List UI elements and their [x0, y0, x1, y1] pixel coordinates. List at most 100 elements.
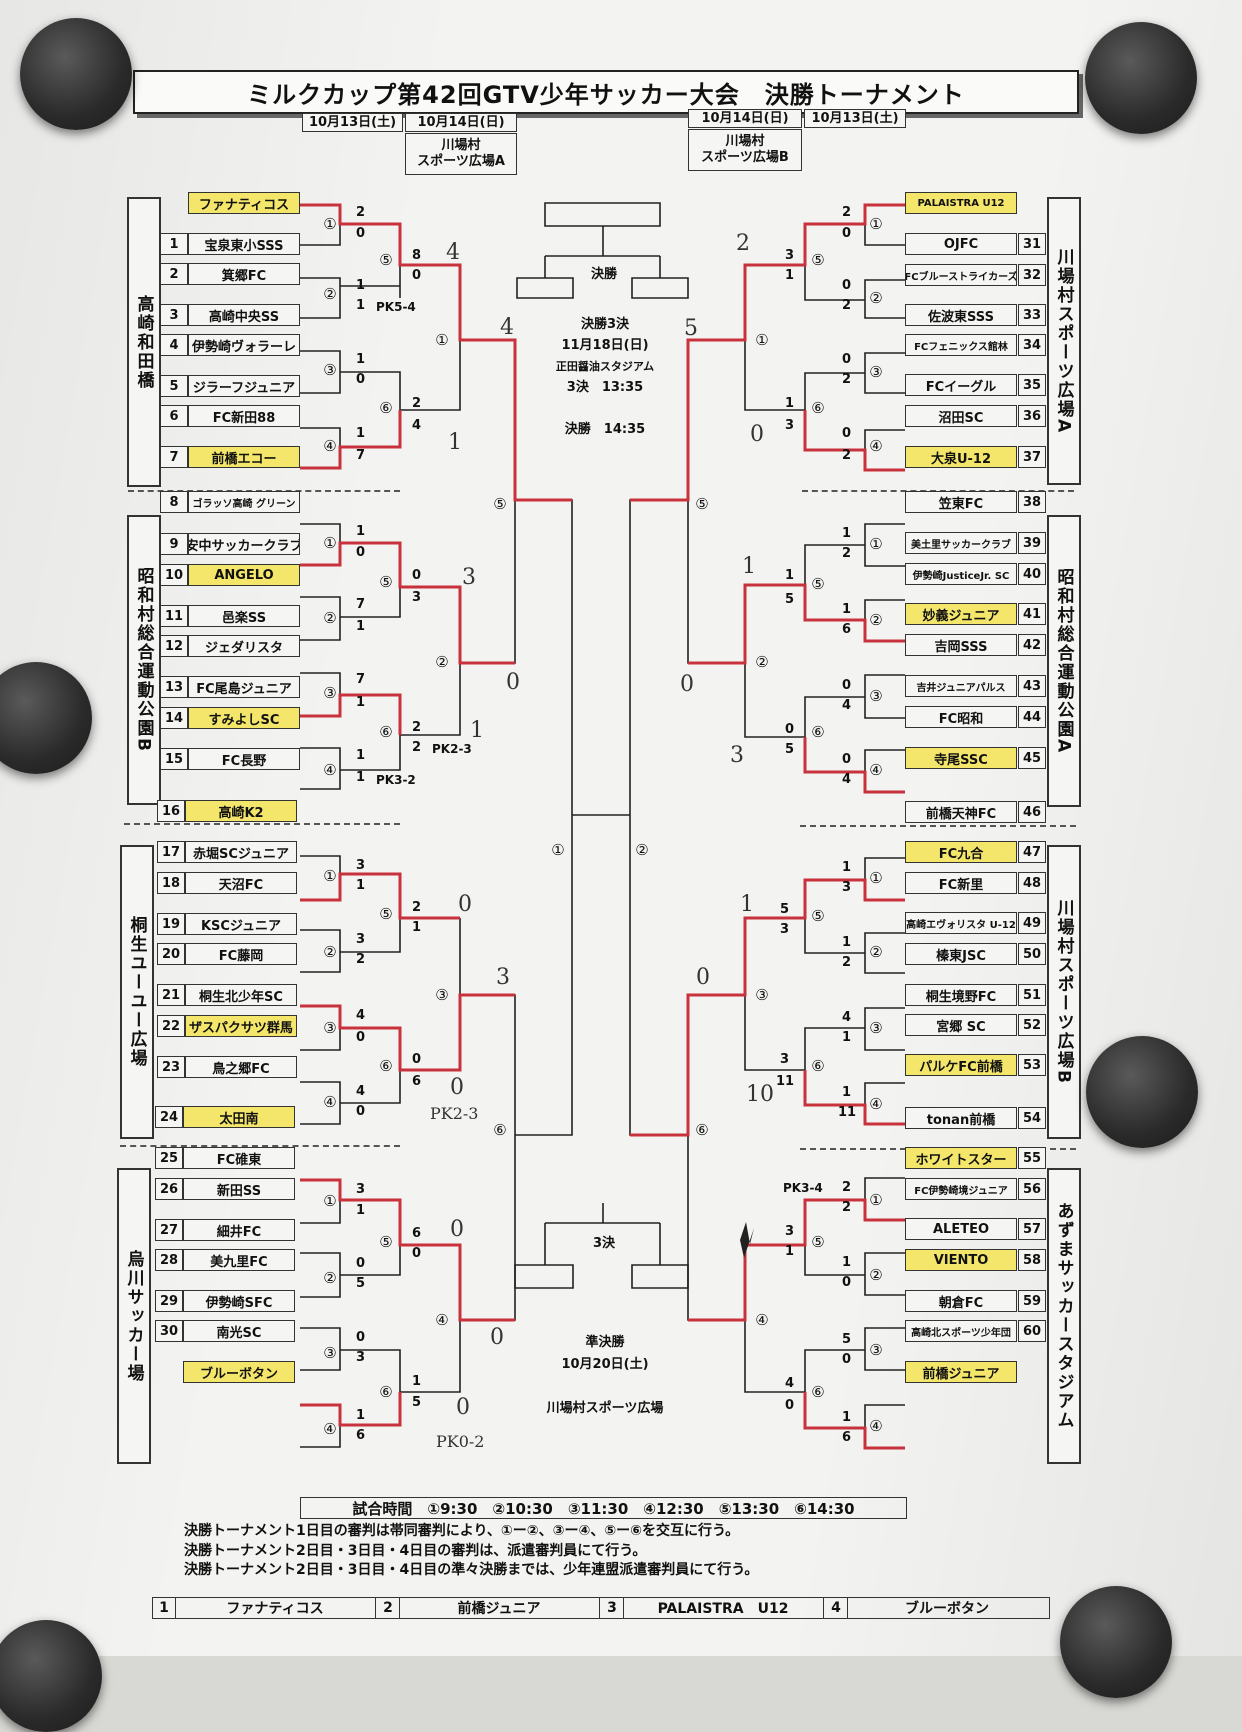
team-name: ANGELO — [188, 564, 300, 586]
rank-2-team: 前橋ジュニア — [399, 1598, 600, 1618]
match-number: ① — [323, 534, 337, 552]
score: 0 — [842, 1352, 852, 1367]
match-number: ② — [323, 1269, 337, 1287]
team-seed-number: 27 — [155, 1219, 183, 1241]
magnet — [20, 18, 132, 130]
right-date-day1: 10月13日(土) — [804, 109, 906, 128]
match-number: ③ — [869, 363, 883, 381]
score: 2 — [412, 396, 422, 411]
note-line: 決勝トーナメント2日目・3日目・4日目の審判は、派遣審判員にて行う。 — [184, 1543, 647, 1559]
score: 4 — [842, 1010, 852, 1025]
team-name: tonan前橋 — [905, 1107, 1017, 1129]
score: 11 — [838, 1105, 857, 1120]
score: 1 — [356, 878, 366, 893]
score: 1 — [842, 860, 852, 875]
team-name: 前橋天神FC — [905, 801, 1017, 823]
score: 0 — [412, 268, 422, 283]
magnet — [1086, 1036, 1198, 1148]
score: 2 — [842, 1200, 852, 1215]
team-seed-number: 58 — [1018, 1249, 1046, 1271]
handwritten-score: 0 — [506, 670, 520, 695]
final-label: 決勝 — [590, 267, 617, 282]
team-seed-number: 52 — [1018, 1014, 1046, 1036]
match-number: ② — [869, 289, 883, 307]
handwritten-score: 1 — [448, 430, 462, 455]
team-seed-number: 20 — [157, 943, 185, 965]
team-name: 新田SS — [183, 1178, 295, 1200]
score: 1 — [842, 526, 852, 541]
handwritten-pk: PK0-2 — [436, 1432, 485, 1451]
score: 2 — [842, 372, 852, 387]
score: 1 — [412, 1374, 422, 1389]
score: 8 — [412, 248, 422, 263]
team-seed-number: 14 — [160, 707, 188, 729]
team-seed-number: 9 — [160, 533, 188, 555]
team-name: ゴラッソ高崎 グリーン — [188, 491, 300, 513]
score: 2 — [842, 955, 852, 970]
score: 1 — [785, 268, 795, 283]
team-seed-number: 23 — [157, 1056, 185, 1078]
score: 1 — [785, 568, 795, 583]
handwritten-score: 1 — [740, 892, 754, 917]
score: 2 — [842, 448, 852, 463]
match-number: ④ — [869, 1095, 883, 1113]
match-number: ② — [869, 943, 883, 961]
match-number: ④ — [869, 437, 883, 455]
team-name: 朝倉FC — [905, 1290, 1017, 1312]
score: 3 — [842, 880, 852, 895]
team-seed-number: 32 — [1018, 264, 1046, 286]
team-name: PALAISTRA U12 — [905, 192, 1017, 214]
score: 0 — [842, 678, 852, 693]
team-name: KSCジュニア — [185, 913, 297, 935]
team-seed-number: 33 — [1018, 304, 1046, 326]
score: 2 — [842, 1180, 852, 1195]
final-ranking: 1 ファナティコス 2 前橋ジュニア 3 PALAISTRA U12 4 ブルー… — [152, 1597, 1050, 1619]
team-seed-number: 46 — [1018, 801, 1046, 823]
team-name: 箕郷FC — [188, 263, 300, 285]
team-name: 桐生北少年SC — [185, 984, 297, 1006]
right-venue: 川場村スポーツ広場B — [688, 129, 802, 171]
match-number: ① — [435, 331, 449, 349]
handwritten-score: 3 — [462, 565, 476, 590]
team-seed-number: 57 — [1018, 1218, 1046, 1240]
score: 1 — [412, 920, 422, 935]
team-name: 高崎エヴォリスタ U-12 — [905, 912, 1017, 934]
team-seed-number: 59 — [1018, 1290, 1046, 1312]
handwritten-score: 0 — [750, 422, 764, 447]
team-seed-number: 15 — [160, 748, 188, 770]
match-number: ⑤ — [379, 1233, 393, 1251]
handwritten-score: 10 — [746, 1082, 774, 1107]
match-number: ⑤ — [811, 575, 825, 593]
team-seed-number: 35 — [1018, 374, 1046, 396]
team-name: 前橋エコー — [188, 446, 300, 468]
match-number: ⑥ — [379, 1057, 393, 1075]
handwritten-score: 0 — [696, 965, 710, 990]
team-name: パルケFC前橋 — [905, 1054, 1017, 1076]
score: 0 — [356, 1256, 366, 1271]
score: 1 — [785, 396, 795, 411]
score: 0 — [842, 352, 852, 367]
score: 1 — [356, 770, 366, 785]
team-name: 大泉U-12 — [905, 446, 1017, 468]
score: 1 — [785, 1244, 795, 1259]
group-left-3: 桐生ユーユー広場 — [120, 845, 154, 1139]
team-seed-number: 10 — [160, 564, 188, 586]
magnet — [1085, 22, 1197, 134]
match-number: ④ — [323, 1093, 337, 1111]
team-name: ALETEO — [905, 1218, 1017, 1240]
handwritten-score: 4 — [500, 315, 514, 340]
score: 1 — [356, 1203, 366, 1218]
group-right-2: 昭和村総合運動公園A — [1047, 515, 1081, 807]
right-date-day2: 10月14日(日) — [688, 109, 802, 128]
team-name: すみよしSC — [188, 707, 300, 729]
score: 4 — [842, 772, 852, 787]
handwritten-score: 1 — [742, 554, 756, 579]
score: 0 — [412, 1246, 422, 1261]
score: 1 — [356, 695, 366, 710]
team-seed-number: 38 — [1018, 491, 1046, 513]
magnet — [1060, 1586, 1172, 1698]
left-date-day2: 10月14日(日) — [405, 113, 517, 132]
handwritten-score: 3 — [496, 965, 510, 990]
team-name: 安中サッカークラブ — [188, 533, 300, 555]
score: 2 — [412, 740, 422, 755]
